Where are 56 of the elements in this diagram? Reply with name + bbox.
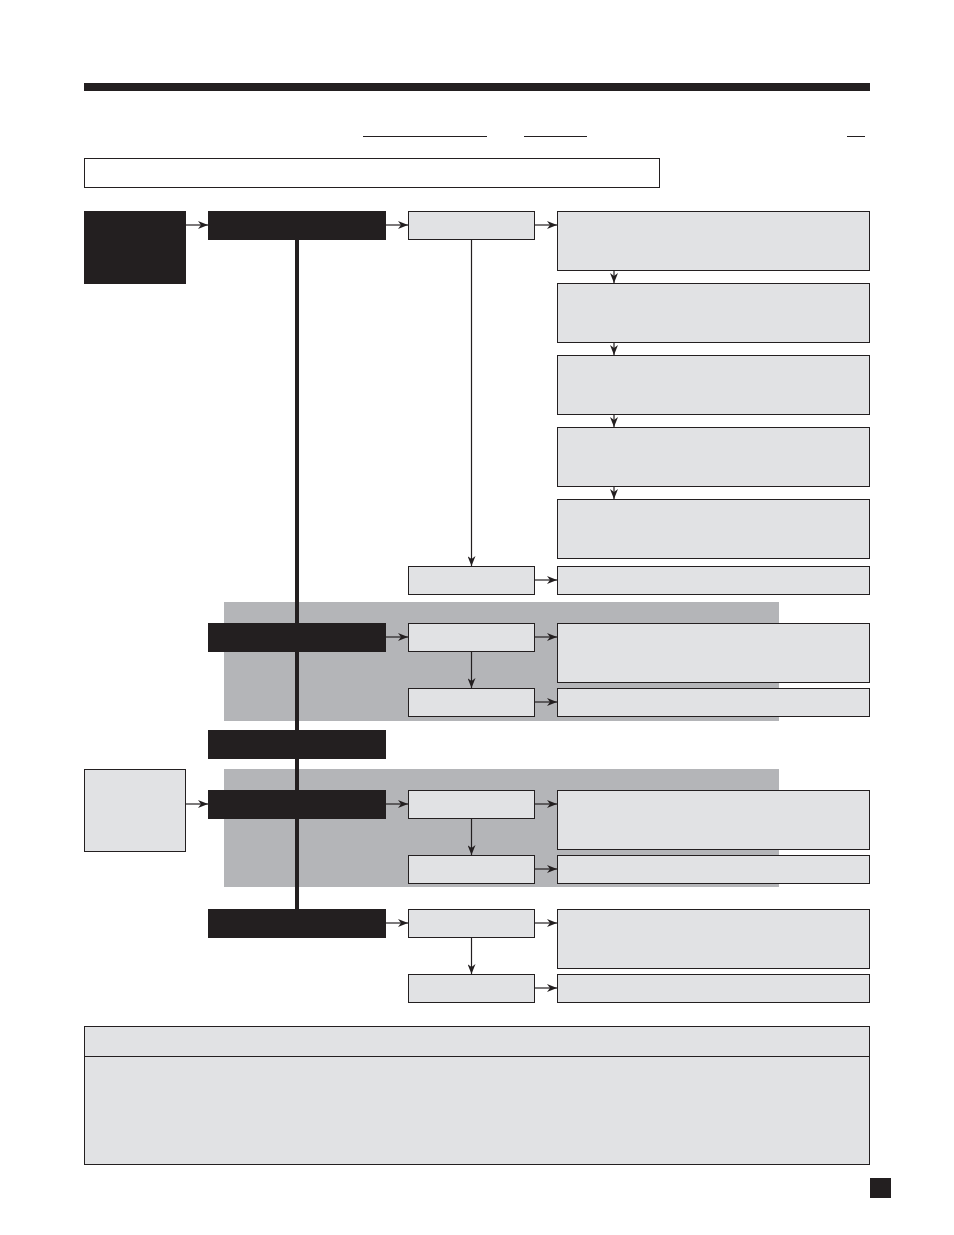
dark-step-box xyxy=(208,909,386,938)
arrow xyxy=(534,633,558,641)
process-box xyxy=(408,909,535,938)
dark-step-box xyxy=(208,730,386,759)
arrow xyxy=(534,919,558,927)
arrow xyxy=(467,818,476,856)
process-box xyxy=(408,566,535,595)
process-box xyxy=(557,623,870,683)
arrow xyxy=(385,633,409,641)
process-box xyxy=(84,1056,870,1165)
arrow xyxy=(467,651,476,689)
process-box xyxy=(84,769,186,852)
arrow xyxy=(610,270,618,284)
arrow xyxy=(534,698,558,706)
process-box xyxy=(408,790,535,819)
process-box xyxy=(557,283,870,343)
connector-line xyxy=(295,652,299,730)
arrow xyxy=(534,984,558,992)
arrow xyxy=(467,239,476,567)
process-box xyxy=(557,427,870,487)
process-box xyxy=(408,623,535,652)
arrow xyxy=(534,865,558,873)
process-box xyxy=(408,855,535,884)
arrow xyxy=(610,486,618,500)
connector-line xyxy=(295,240,299,623)
arrow xyxy=(610,342,618,356)
arrow xyxy=(385,221,409,229)
arrow xyxy=(534,800,558,808)
dark-step-box xyxy=(208,623,386,652)
process-box xyxy=(557,499,870,559)
process-box xyxy=(557,566,870,595)
process-box xyxy=(557,688,870,717)
arrow xyxy=(385,919,409,927)
process-box xyxy=(557,790,870,850)
process-box xyxy=(557,211,870,271)
dark-step-box xyxy=(208,211,386,240)
arrow xyxy=(534,576,558,584)
arrow xyxy=(467,937,476,975)
blank-box xyxy=(84,158,660,188)
connector-line xyxy=(295,759,299,790)
arrow xyxy=(610,414,618,428)
process-box xyxy=(557,909,870,969)
arrow xyxy=(185,800,209,808)
connector-line xyxy=(295,819,299,909)
process-box xyxy=(557,855,870,884)
arrow xyxy=(534,221,558,229)
dark-step-box xyxy=(208,790,386,819)
arrow xyxy=(185,221,209,229)
arrow xyxy=(385,800,409,808)
process-box xyxy=(557,974,870,1003)
process-box xyxy=(84,1026,870,1057)
process-box xyxy=(557,355,870,415)
dark-step-box xyxy=(84,211,186,284)
process-box xyxy=(408,211,535,240)
process-box xyxy=(408,688,535,717)
process-box xyxy=(408,974,535,1003)
